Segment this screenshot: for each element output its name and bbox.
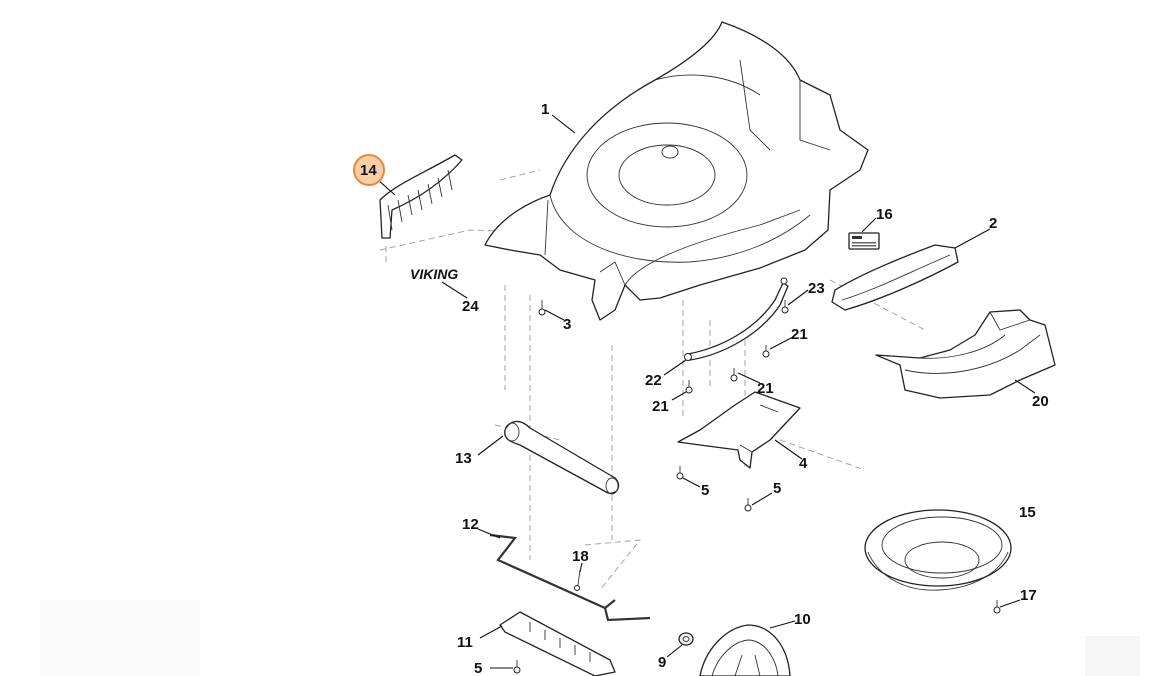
viking-logo-text: VIKING: [410, 266, 458, 282]
screws: [513, 300, 1001, 674]
callout-18[interactable]: 18: [572, 548, 589, 565]
screw-part-21-lower[interactable]: [685, 380, 693, 394]
leader-lines: [377, 114, 1036, 669]
callout-5-right[interactable]: 5: [773, 480, 781, 497]
callout-15[interactable]: 15: [1019, 504, 1036, 521]
callout-17[interactable]: 17: [1020, 587, 1037, 604]
callout-10[interactable]: 10: [794, 611, 811, 628]
screw-part-23[interactable]: [781, 300, 789, 314]
callout-20[interactable]: 20: [1032, 393, 1049, 410]
callout-3[interactable]: 3: [563, 316, 571, 333]
screw-part-21-middle[interactable]: [730, 368, 738, 382]
callout-labels: 1 2 3 4 5 5 5 9 10 11 12 13 14 15 16 17 …: [360, 101, 1049, 676]
callout-1[interactable]: 1: [541, 101, 549, 118]
callout-22[interactable]: 22: [645, 372, 662, 389]
callout-14[interactable]: 14: [360, 162, 377, 179]
callout-24[interactable]: 24: [462, 298, 479, 315]
callout-23[interactable]: 23: [808, 280, 825, 297]
screw-part-17[interactable]: [993, 600, 1001, 614]
screw-part-5-bottom[interactable]: [513, 660, 521, 674]
callout-5-left[interactable]: 5: [701, 482, 709, 499]
callout-16[interactable]: 16: [876, 206, 893, 223]
bumper-cover-part-2[interactable]: [831, 244, 959, 311]
callout-9[interactable]: 9: [658, 654, 666, 671]
image-artifacts: [40, 600, 1140, 676]
callout-2[interactable]: 2: [989, 215, 997, 232]
callout-21-upper[interactable]: 21: [791, 326, 808, 343]
screw-part-3[interactable]: [538, 300, 546, 316]
roller-part-13[interactable]: [504, 420, 620, 495]
bracket-part-11[interactable]: [499, 611, 616, 676]
comb-strip-part-14[interactable]: [379, 154, 463, 239]
callout-13[interactable]: 13: [455, 450, 472, 467]
wheel-part-10[interactable]: [699, 624, 791, 676]
pin-part-18[interactable]: [574, 569, 581, 591]
callout-4[interactable]: 4: [799, 455, 808, 472]
callout-21-lower[interactable]: 21: [652, 398, 669, 415]
screw-part-5-left[interactable]: [676, 466, 684, 480]
callout-12[interactable]: 12: [462, 516, 479, 533]
axle-part-12[interactable]: [489, 533, 651, 622]
callout-5-bottom[interactable]: 5: [474, 660, 482, 676]
deck-housing-part-1[interactable]: [484, 21, 869, 321]
cable-rod-part-22[interactable]: [684, 277, 789, 361]
screw-part-21-upper[interactable]: [762, 345, 770, 358]
viking-logo-part-24[interactable]: VIKING: [410, 266, 458, 282]
discharge-chute-part-20[interactable]: [875, 309, 1056, 399]
callout-21-middle[interactable]: 21: [757, 380, 774, 397]
blade-dish-part-15[interactable]: [864, 509, 1012, 591]
screw-part-5-right[interactable]: [744, 498, 752, 512]
label-plate-part-16[interactable]: [848, 232, 880, 250]
callout-11[interactable]: 11: [457, 634, 473, 651]
highlight-ring-part-14[interactable]: [353, 154, 385, 186]
bushing-part-9[interactable]: [678, 632, 694, 646]
baffle-plate-part-4[interactable]: [677, 391, 801, 469]
